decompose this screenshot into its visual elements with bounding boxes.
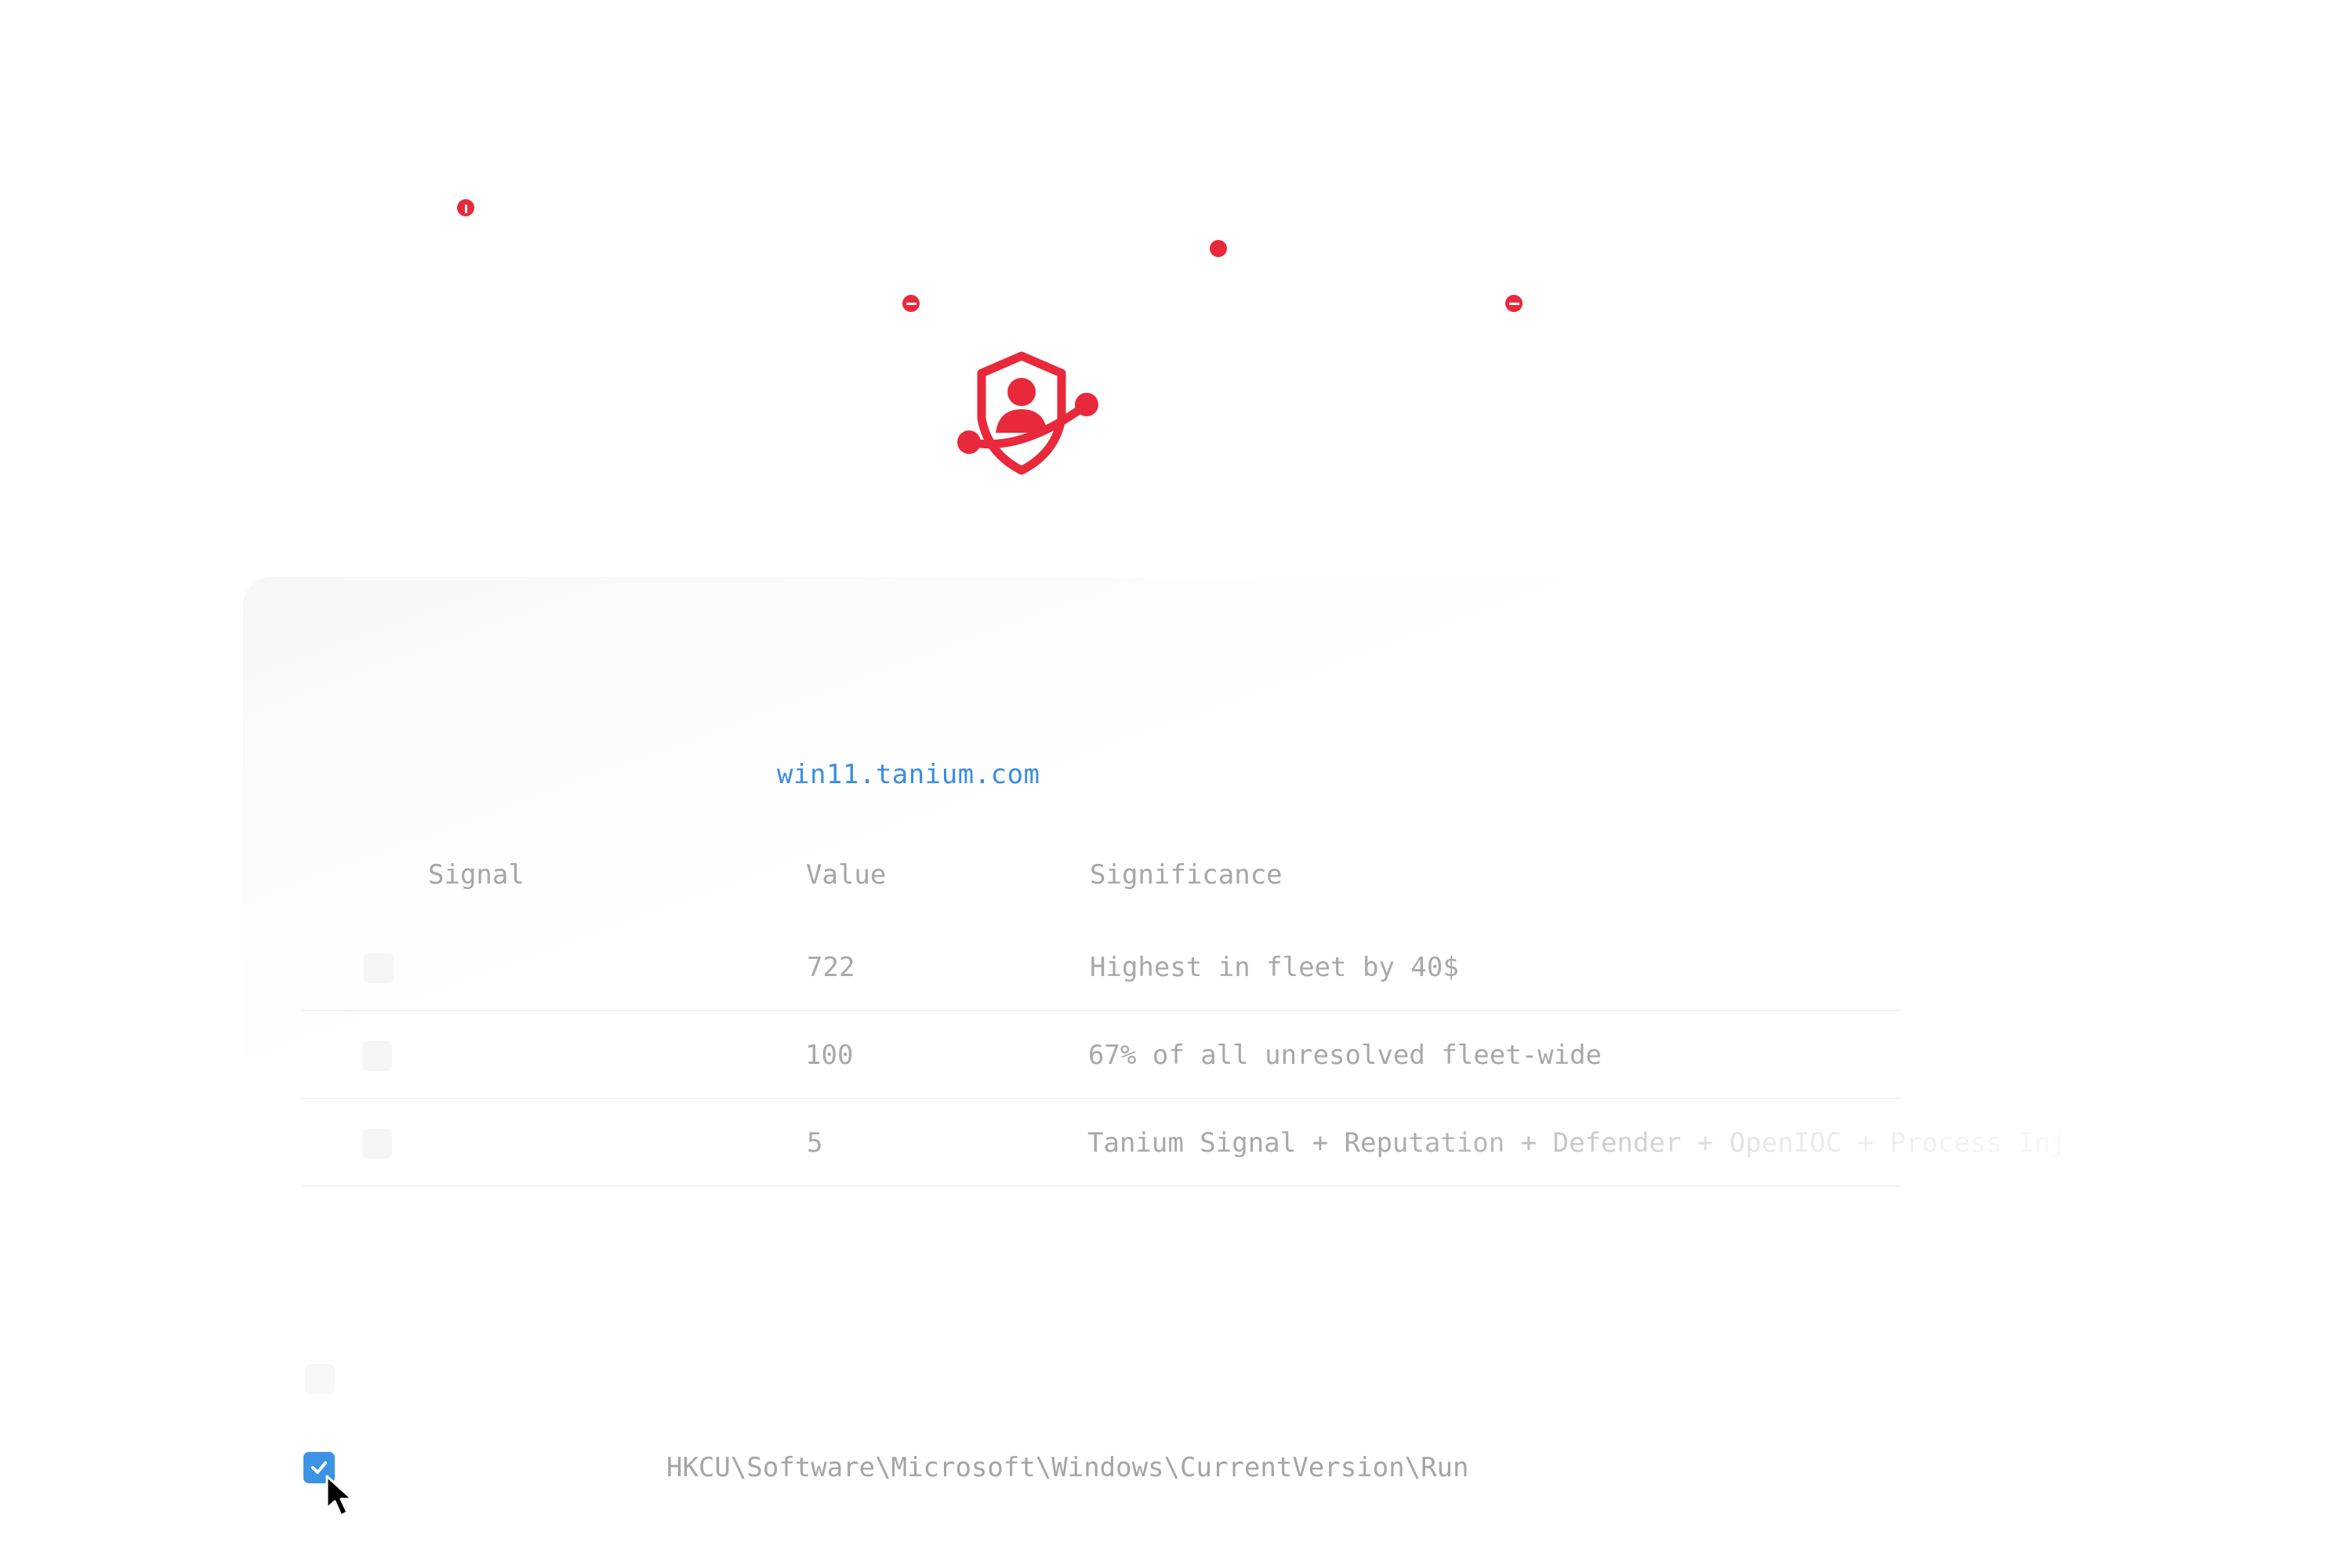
column-header-significance: Significance xyxy=(1090,859,1283,891)
network-node-icon xyxy=(1505,295,1523,312)
shield-user-network-icon xyxy=(957,351,1098,475)
table-row: 5 Tanium Signal + Reputation + Defender … xyxy=(301,1098,2067,1187)
table-row: 100 67% of all unresolved fleet-wide xyxy=(301,1010,1900,1099)
network-node-icon xyxy=(1210,240,1227,257)
signal-value: 722 xyxy=(807,952,855,983)
item-checkbox[interactable] xyxy=(305,1364,335,1394)
network-node-icon xyxy=(902,295,920,312)
row-checkbox[interactable] xyxy=(362,1129,392,1159)
checkmark-icon xyxy=(311,1461,327,1474)
network-node-icon xyxy=(457,199,474,216)
table-row: 722 Highest in fleet by 40$ xyxy=(301,922,1900,1011)
signal-significance: Tanium Signal + Reputation + Defender + … xyxy=(1087,1127,2067,1159)
registry-run-key-path: HKCU\Software\Microsoft\Windows\CurrentV… xyxy=(666,1452,1469,1483)
column-header-value: Value xyxy=(806,859,887,891)
signal-value: 100 xyxy=(805,1040,854,1071)
detail-card xyxy=(243,577,1858,1220)
signal-value: 5 xyxy=(807,1127,823,1159)
row-checkbox[interactable] xyxy=(364,953,394,983)
arrow-cursor-icon xyxy=(325,1475,354,1517)
signal-significance: 67% of all unresolved fleet-wide xyxy=(1088,1040,1602,1071)
row-checkbox[interactable] xyxy=(362,1041,392,1071)
endpoint-hostname-link[interactable]: win11.tanium.com xyxy=(777,759,1040,790)
column-header-signal: Signal xyxy=(428,859,524,891)
signal-significance: Highest in fleet by 40$ xyxy=(1090,952,1459,983)
